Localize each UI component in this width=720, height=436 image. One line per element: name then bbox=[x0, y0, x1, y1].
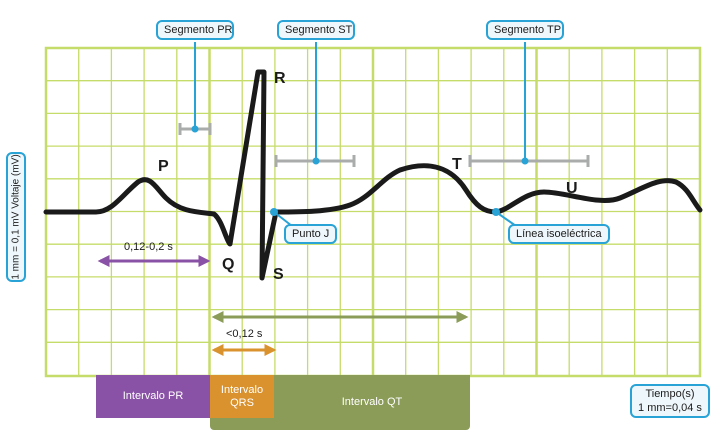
wave-s-label: S bbox=[273, 266, 284, 283]
y-axis-label-text: 1 mm = 0,1 mV Voltaje (mV) bbox=[10, 154, 22, 280]
segment-st-marker bbox=[274, 42, 356, 167]
qrs-duration-label: <0,12 s bbox=[226, 328, 263, 340]
segment-tp-marker bbox=[468, 42, 590, 167]
wave-u-label: U bbox=[566, 180, 578, 197]
wave-t-label: T bbox=[452, 156, 462, 173]
punto-j-label: Punto J bbox=[284, 224, 338, 244]
segmento-tp-label: Segmento TP bbox=[486, 20, 564, 40]
time-axis-line2: 1 mm=0,04 s bbox=[638, 402, 702, 414]
intervalo-qrs-label-line1: Intervalo bbox=[220, 383, 264, 396]
ecg-trace bbox=[43, 69, 703, 281]
time-axis-label: Tiempo(s) 1 mm=0,04 s bbox=[630, 384, 710, 418]
y-axis-label: 1 mm = 0,1 mV Voltaje (mV) bbox=[6, 152, 26, 282]
segment-pr-marker bbox=[178, 42, 212, 135]
intervalo-pr-bar: Intervalo PR bbox=[96, 375, 210, 418]
intervalo-qrs-bar: Intervalo QRS bbox=[210, 375, 274, 418]
intervalo-qrs-label-line2: QRS bbox=[230, 396, 254, 409]
wave-q-label: Q bbox=[222, 256, 235, 273]
punto-j-callout bbox=[270, 208, 293, 227]
segmento-pr-label: Segmento PR bbox=[156, 20, 234, 40]
intervalo-qt-label: Intervalo QT bbox=[341, 396, 403, 408]
segmento-st-label: Segmento ST bbox=[277, 20, 355, 40]
pr-duration-label: 0,12-0,2 s bbox=[124, 241, 173, 253]
wave-r-label: R bbox=[274, 70, 286, 87]
ecg-grid bbox=[44, 46, 702, 378]
wave-p-label: P bbox=[158, 158, 169, 175]
isoelectric-callout bbox=[492, 208, 517, 227]
time-axis-line1: Tiempo(s) bbox=[645, 388, 695, 400]
linea-isoelectrica-label: Línea isoeléctrica bbox=[508, 224, 610, 244]
